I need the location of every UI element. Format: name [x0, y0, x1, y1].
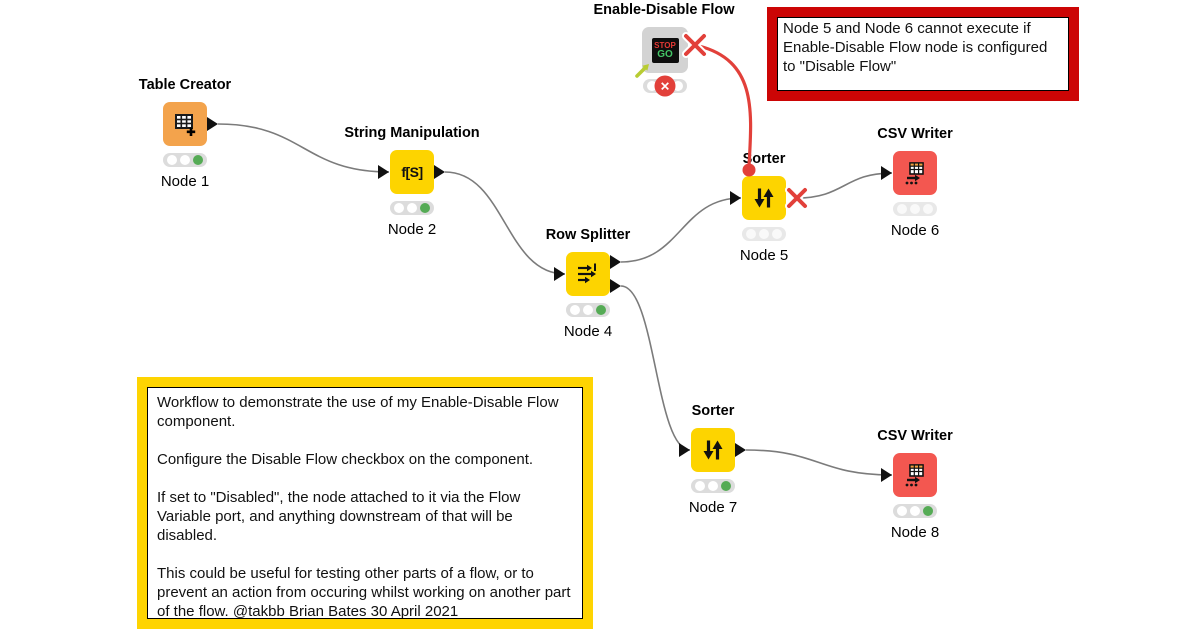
node-csv-writer-6[interactable]: CSV Writer Node 6 [877, 126, 952, 239]
node-title: Table Creator [138, 77, 232, 93]
node-title: String Manipulation [344, 125, 480, 141]
annotation-red-text: Node 5 and Node 6 cannot execute if Enab… [777, 17, 1069, 91]
node-title: Enable-Disable Flow [593, 2, 735, 18]
table-plus-icon [175, 114, 196, 136]
annotation-yellow-text: Workflow to demonstrate the use of my En… [147, 387, 583, 619]
yellow-paragraph: This could be useful for testing other p… [157, 565, 571, 619]
sorter-icon[interactable] [691, 428, 735, 472]
node-title: CSV Writer [877, 126, 953, 142]
sort-arrows-icon [754, 188, 774, 208]
status-bar [742, 227, 786, 241]
node-label: Node 8 [890, 524, 940, 541]
node-label: Node 7 [688, 499, 738, 516]
node-enable-disable-flow[interactable]: Enable-Disable Flow STOP GO ✕ [594, 2, 735, 97]
status-bar [390, 201, 434, 215]
status-bar [691, 479, 735, 493]
status-bar: ✕ [643, 75, 687, 97]
sorter-icon[interactable] [742, 176, 786, 220]
csv-writer-icon[interactable] [893, 151, 937, 195]
go-text: GO [657, 48, 673, 60]
node-title: CSV Writer [877, 428, 953, 444]
node-sorter-7[interactable]: Sorter Node 7 [689, 403, 737, 516]
status-bar [163, 153, 207, 167]
stop-text: STOP [654, 40, 676, 50]
node-title: Row Splitter [545, 227, 631, 243]
node-title: Sorter [691, 403, 735, 419]
node-sorter-5[interactable]: Sorter Node 5 [740, 151, 788, 264]
table-export-icon [905, 162, 924, 185]
yellow-paragraph: Configure the Disable Flow checkbox on t… [157, 451, 534, 468]
node-label: Node 2 [387, 221, 437, 238]
enable-disable-flow-icon[interactable]: STOP GO [635, 27, 688, 78]
chartreuse-arrow-icon [635, 64, 649, 78]
table-creator-icon[interactable] [163, 102, 207, 146]
node-table-creator[interactable]: Table Creator Node 1 [139, 77, 231, 190]
node-label: Node 6 [890, 222, 940, 239]
node-title: Sorter [742, 151, 786, 167]
split-arrows-icon [578, 263, 596, 284]
node-label: Node 4 [563, 323, 613, 340]
csv-writer-icon[interactable] [893, 453, 937, 497]
annotation-yellow-description[interactable]: Workflow to demonstrate the use of my En… [137, 377, 593, 629]
node-csv-writer-8[interactable]: CSV Writer Node 8 [877, 428, 952, 541]
fs-glyph-icon: f[S] [401, 164, 423, 180]
table-export-icon [905, 464, 924, 487]
status-bar [893, 504, 937, 518]
error-badge-icon: ✕ [654, 75, 676, 97]
yellow-paragraph: If set to "Disabled", the node attached … [157, 489, 521, 544]
sort-arrows-icon [703, 440, 723, 460]
row-splitter-icon[interactable] [566, 252, 610, 296]
yellow-paragraph: Workflow to demonstrate the use of my En… [157, 394, 559, 430]
node-label: Node 5 [739, 247, 789, 264]
status-bar [893, 202, 937, 216]
status-bar [566, 303, 610, 317]
node-string-manipulation[interactable]: String Manipulation f[S] Node 2 [344, 125, 479, 238]
stop-go-screen-icon: STOP GO [651, 37, 679, 63]
node-row-splitter[interactable]: Row Splitter Node 4 [546, 227, 631, 340]
annotation-red-warning[interactable]: Node 5 and Node 6 cannot execute if Enab… [767, 7, 1079, 101]
string-manipulation-icon[interactable]: f[S] [390, 150, 434, 194]
node-label: Node 1 [160, 173, 210, 190]
